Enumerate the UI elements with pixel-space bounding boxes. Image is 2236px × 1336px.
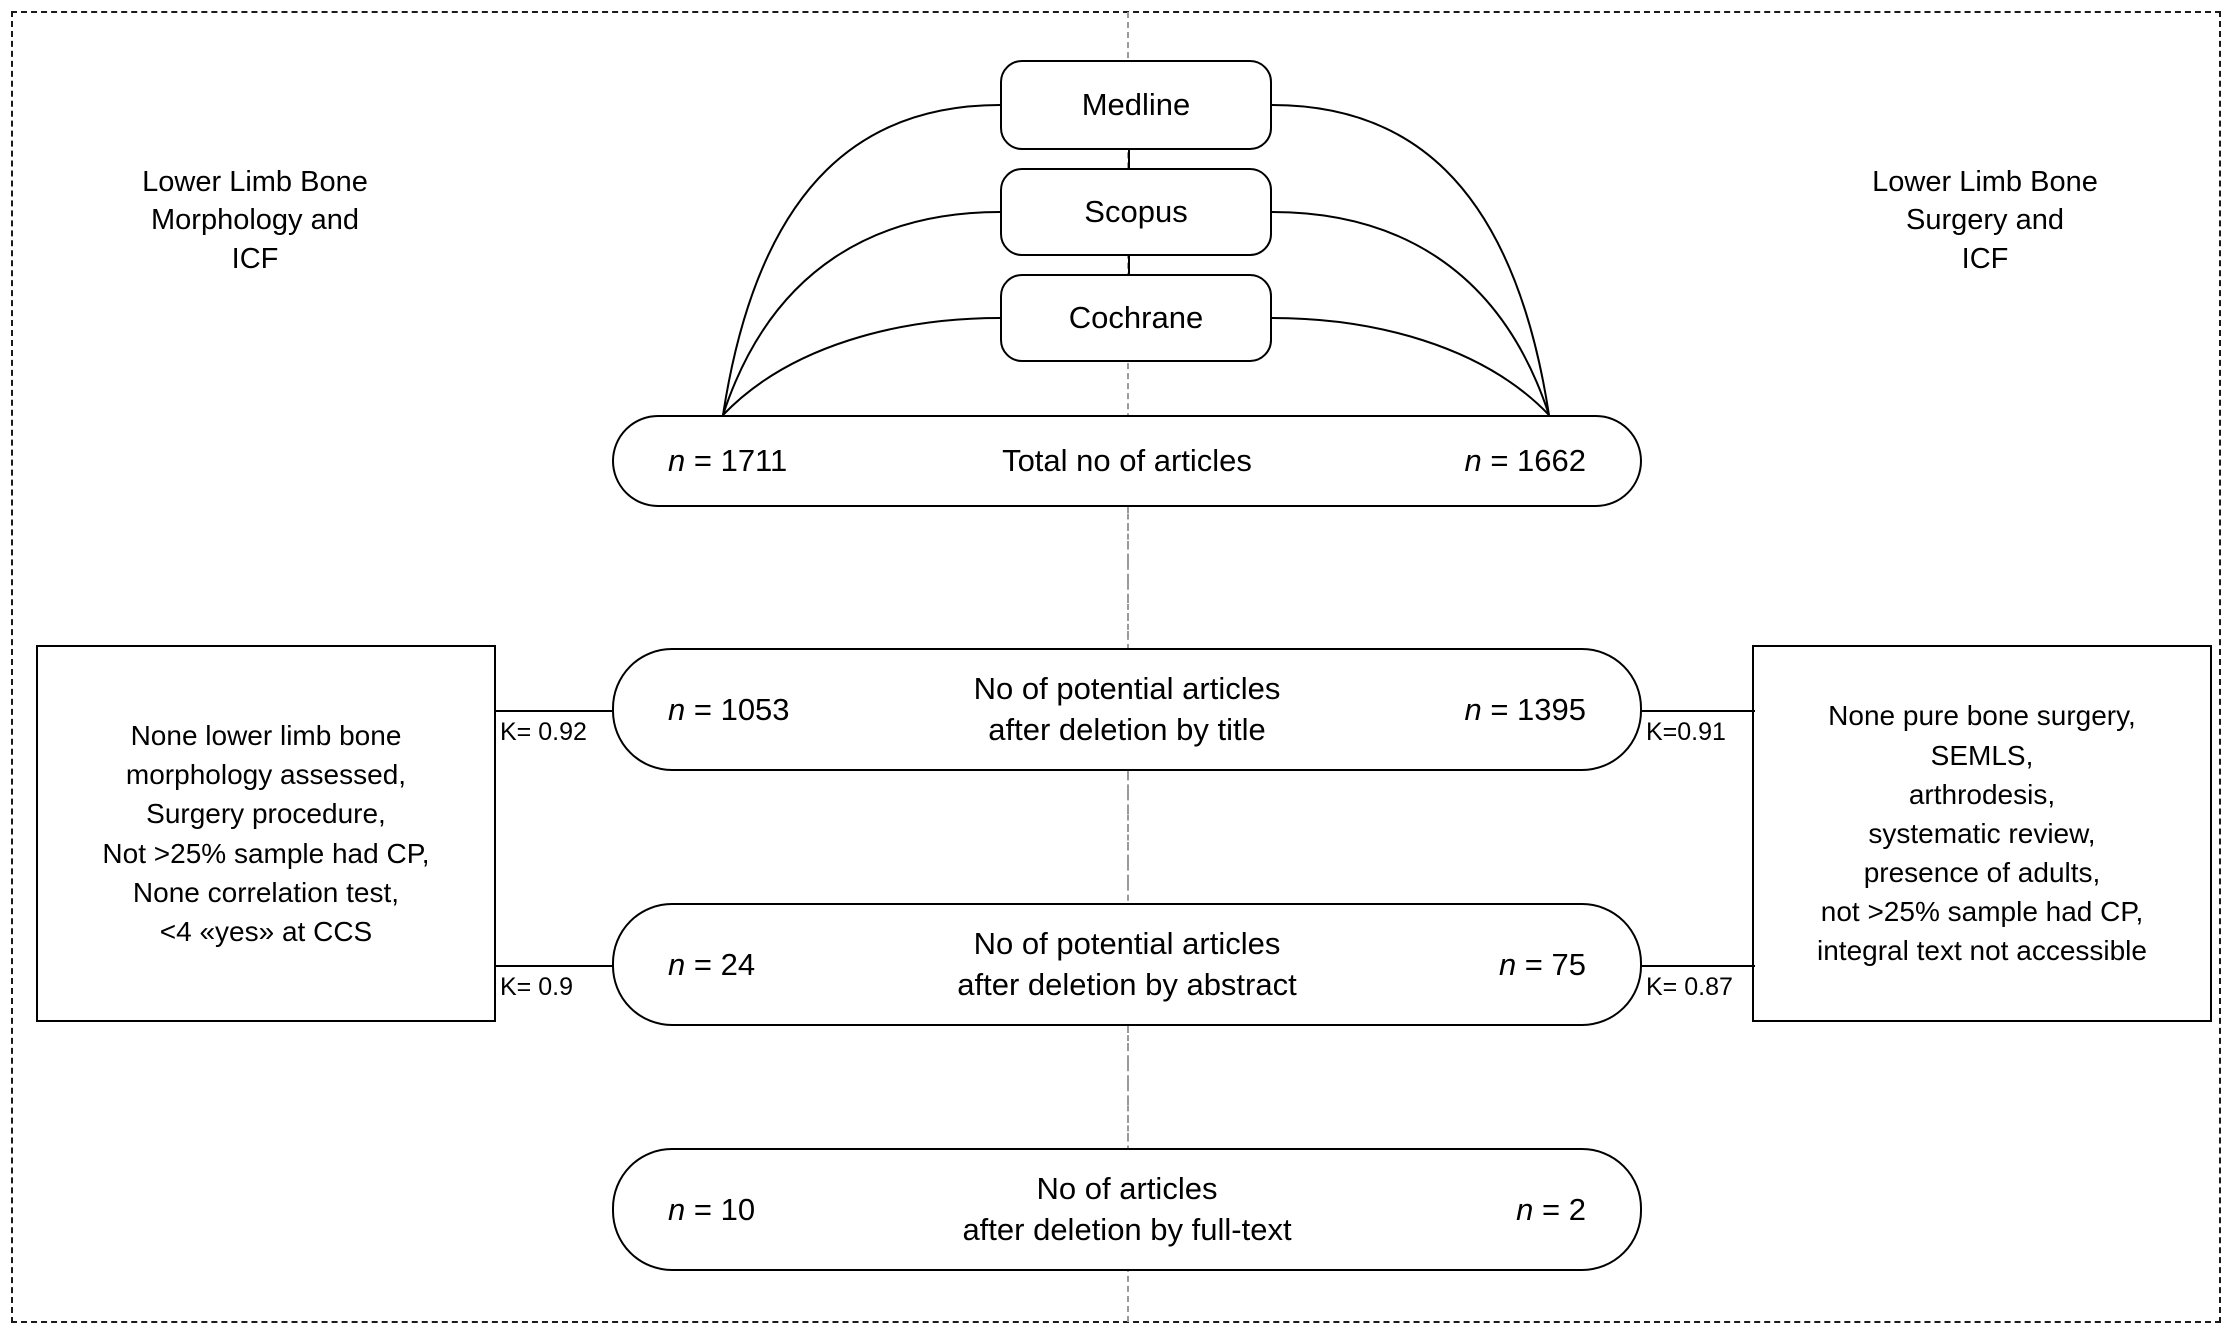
- flow-label-after-fulltext: No of articles after deletion by full-te…: [962, 1171, 1292, 1247]
- connector-left-abstract: [496, 965, 616, 967]
- source-stub-1: [1128, 150, 1130, 168]
- kappa-left-abstract: K= 0.9: [500, 973, 573, 1001]
- flow-box-after-abstract[interactable]: n = 24 No of potential articles after de…: [612, 903, 1642, 1026]
- source-stub-2: [1128, 256, 1130, 274]
- exclusion-box-left: None lower limb bone morphology assessed…: [36, 645, 496, 1022]
- flow-n-left-after-title: n = 1053: [668, 691, 790, 727]
- flow-box-after-fulltext[interactable]: n = 10 No of articles after deletion by …: [612, 1148, 1642, 1271]
- flow-n-left-after-abstract: n = 24: [668, 946, 756, 982]
- kappa-right-abstract: K= 0.87: [1646, 973, 1733, 1001]
- flow-label-after-abstract: No of potential articles after deletion …: [957, 926, 1297, 1002]
- flow-n-right-after-abstract: n = 75: [1498, 946, 1586, 982]
- source-box-medline[interactable]: Medline: [1000, 60, 1272, 150]
- flow-box-after-title[interactable]: n = 1053 No of potential articles after …: [612, 648, 1642, 771]
- connector-left-title: [496, 710, 616, 712]
- flow-label-after-title: No of potential articles after deletion …: [973, 671, 1281, 747]
- kappa-left-title: K= 0.92: [500, 718, 587, 746]
- flow-box-total[interactable]: n = 1711 Total no of articles n = 1662: [612, 415, 1642, 507]
- source-label-cochrane: Cochrane: [1068, 300, 1204, 335]
- connector-right-title: [1640, 710, 1755, 712]
- source-label-medline: Medline: [1081, 87, 1191, 122]
- connector-right-abstract: [1640, 965, 1755, 967]
- flow-n-left-total: n = 1711: [668, 443, 788, 478]
- exclusion-box-right: None pure bone surgery, SEMLS, arthrodes…: [1752, 645, 2212, 1022]
- flow-n-right-after-fulltext: n = 2: [1516, 1191, 1586, 1227]
- flow-n-left-after-fulltext: n = 10: [668, 1191, 756, 1227]
- kappa-right-title: K=0.91: [1646, 718, 1726, 746]
- flow-n-right-after-title: n = 1395: [1464, 691, 1586, 727]
- source-box-scopus[interactable]: Scopus: [1000, 168, 1272, 256]
- source-label-scopus: Scopus: [1084, 194, 1188, 229]
- flow-n-right-total: n = 1662: [1464, 443, 1586, 478]
- outer-dashed-frame: [11, 11, 2221, 1323]
- column-header-left: Lower Limb Bone Morphology and ICF: [142, 166, 368, 275]
- source-box-cochrane[interactable]: Cochrane: [1000, 274, 1272, 362]
- flow-label-total: Total no of articles: [1002, 442, 1252, 478]
- column-header-right: Lower Limb Bone Surgery and ICF: [1872, 166, 2098, 275]
